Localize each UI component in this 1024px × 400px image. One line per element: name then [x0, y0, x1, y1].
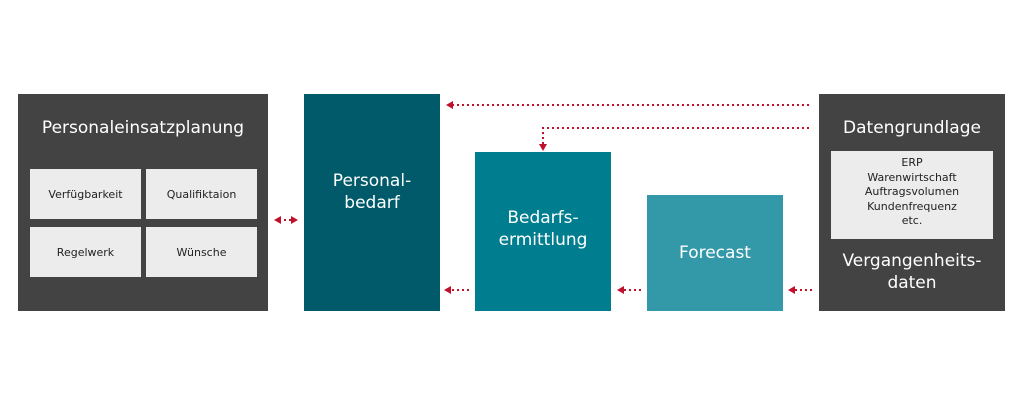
arrowhead-bedarf	[617, 286, 624, 294]
data-item-erp: ERP	[901, 156, 923, 169]
chip-verfuegbarkeit: Verfügbarkeit	[30, 169, 141, 219]
arrowhead-bidir-left	[274, 216, 281, 224]
forecast-box: Forecast	[647, 195, 783, 311]
datengrundlage-list: ERP Warenwirtschaft Auftragsvolumen Kund…	[831, 151, 993, 239]
arrowhead-forecast	[788, 286, 795, 294]
datengrundlage-title: Datengrundlage	[843, 118, 981, 138]
arrowhead-elbow	[539, 144, 547, 151]
personalbedarf-label: Personal- bedarf	[332, 170, 412, 213]
data-item-kundenfrequenz: Kundenfrequenz	[867, 199, 957, 213]
arrow-data-to-bedarfsermittlung	[542, 127, 809, 144]
vergangenheitsdaten-line2: daten	[887, 273, 937, 293]
arrowhead-top	[446, 101, 453, 109]
chip-wuensche: Wünsche	[146, 227, 257, 277]
chip-qualifikation: Qualifiktaion	[146, 169, 257, 219]
vergangenheitsdaten-line1: Vergangenheits-	[842, 251, 982, 271]
personaleinsatzplanung-title: Personaleinsatzplanung	[41, 118, 245, 138]
bedarfsermittlung-box: Bedarfs- ermittlung	[475, 152, 611, 311]
data-item-auftragsvolumen: Auftragsvolumen	[864, 185, 960, 198]
data-item-etc: etc.	[901, 214, 923, 227]
bedarfsermittlung-label: Bedarfs- ermittlung	[498, 207, 588, 250]
personalbedarf-box: Personal- bedarf	[304, 94, 440, 311]
chip-regelwerk: Regelwerk	[30, 227, 141, 277]
forecast-label: Forecast	[679, 243, 751, 263]
arrowhead-personalbedarf	[444, 286, 451, 294]
data-item-warenwirtschaft: Warenwirtschaft	[867, 170, 957, 184]
arrowhead-bidir-right	[291, 216, 298, 224]
datengrundlage-panel: Datengrundlage ERP Warenwirtschaft Auftr…	[819, 94, 1005, 311]
personaleinsatzplanung-panel: Personaleinsatzplanung Verfügbarkeit Qua…	[18, 94, 268, 311]
